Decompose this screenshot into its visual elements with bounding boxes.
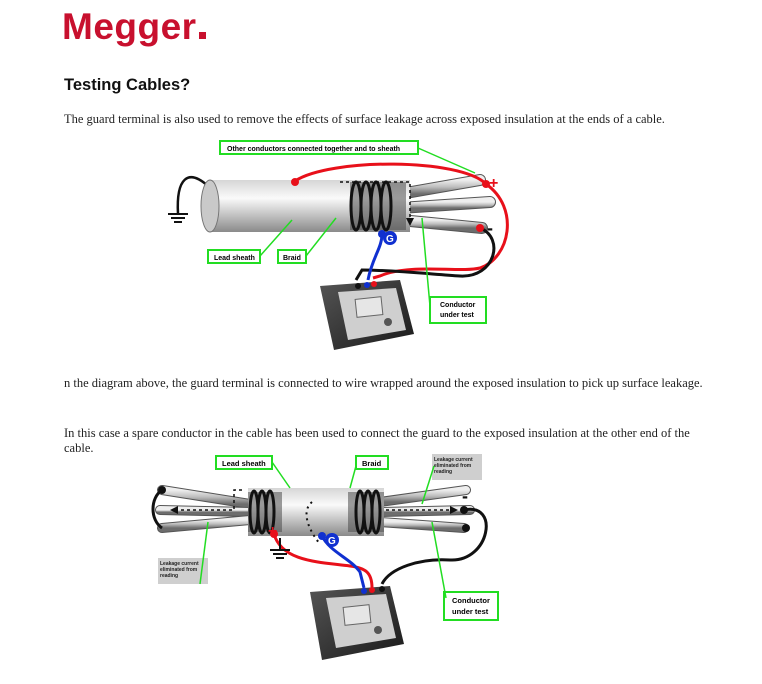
cable-conductors — [394, 174, 496, 234]
ground-symbol-icon-2 — [270, 538, 290, 559]
black-wire — [354, 226, 496, 281]
meter-red-terminal-2 — [369, 587, 375, 593]
leakage-box-left — [158, 558, 208, 584]
guard-link-dashed — [305, 501, 321, 545]
insulation-tester-meter-2 — [310, 586, 404, 660]
paragraph-3: In this case a spare conductor in the ca… — [64, 426, 690, 455]
leakage-left-line1: Leakage current — [160, 561, 199, 567]
guard-coil-right — [354, 489, 382, 535]
label-box-braid-2 — [355, 455, 389, 470]
plus-symbol: + — [489, 175, 498, 192]
terminal-dot-sheath — [291, 178, 299, 186]
brand-name: Megger — [62, 6, 197, 47]
insulation-tester-meter — [320, 280, 414, 350]
guard-badge-label-2: G — [328, 536, 336, 547]
leakage-right-line2: eliminated from — [434, 463, 472, 469]
blue-wire-2 — [320, 535, 366, 589]
label-braid: Braid — [283, 255, 301, 262]
label-conductor-line2: under test — [440, 312, 475, 319]
page-heading: Testing Cables? — [64, 76, 191, 94]
label-box-lead-sheath — [207, 249, 261, 264]
minus-symbol: - — [487, 218, 493, 238]
red-wire-1 — [294, 162, 488, 186]
label-other-conductors: Other conductors connected together and … — [227, 146, 400, 153]
leakage-left-line3: reading — [160, 573, 178, 579]
guard-badge — [383, 231, 397, 245]
ground-symbol-icon — [168, 213, 188, 223]
red-wire-2 — [372, 182, 509, 280]
label-box-conductor-2 — [443, 591, 499, 621]
guard-badge-label: G — [386, 234, 394, 245]
leakage-right-line1: Leakage current — [434, 457, 473, 463]
meter-blue-terminal — [364, 282, 370, 288]
ground-wire — [176, 176, 209, 215]
plus-symbol-2: + — [268, 523, 277, 540]
meter-black-terminal — [355, 283, 361, 289]
label-lead-sheath: Lead sheath — [214, 255, 255, 262]
meter-black-terminal-2 — [379, 586, 385, 592]
left-conductor-end-dot — [158, 486, 166, 494]
label-conductor-line1: Conductor — [440, 302, 476, 309]
leakage-box-right — [432, 454, 482, 480]
label-braid-2: Braid — [362, 459, 382, 468]
guard-coil-left — [248, 489, 276, 535]
red-wire-3 — [272, 533, 374, 589]
registered-mark-icon — [198, 32, 206, 39]
label-box-other-conductors — [219, 140, 419, 155]
label-box-conductor — [429, 296, 487, 324]
blue-dot-2 — [318, 532, 326, 540]
leakage-path-left — [180, 489, 242, 511]
meter-red-terminal — [371, 281, 377, 287]
figure-2-diagram: + - G Lead sheath Braid Leakage current … — [151, 454, 499, 660]
label-lead-sheath-2: Lead sheath — [222, 459, 266, 468]
paragraph-1: The guard terminal is also used to remov… — [64, 112, 665, 126]
figure-1-diagram: + - G Other conductors connected togethe… — [168, 140, 509, 350]
right-conductor-end-dot — [460, 506, 468, 514]
label-conductor-2-line2: under test — [452, 607, 489, 616]
megger-logo: Megger — [62, 6, 206, 48]
guard-badge-2 — [325, 533, 339, 547]
meter-blue-terminal-2 — [361, 588, 367, 594]
leakage-right-line3: reading — [434, 469, 452, 475]
minus-symbol-2: - — [462, 486, 468, 506]
paragraph-2: n the diagram above, the guard terminal … — [64, 376, 703, 390]
black-wire-2 — [380, 507, 488, 585]
red-dot-2 — [270, 530, 278, 538]
label-conductor-2-line1: Conductor — [452, 596, 490, 605]
blue-wire — [366, 233, 384, 281]
terminal-dot-minus — [476, 224, 484, 232]
leakage-left-line2: eliminated from — [160, 567, 198, 573]
right-conductor-end-dot-2 — [462, 524, 470, 532]
label-box-braid — [277, 249, 307, 264]
terminal-dot-plus — [482, 180, 490, 188]
